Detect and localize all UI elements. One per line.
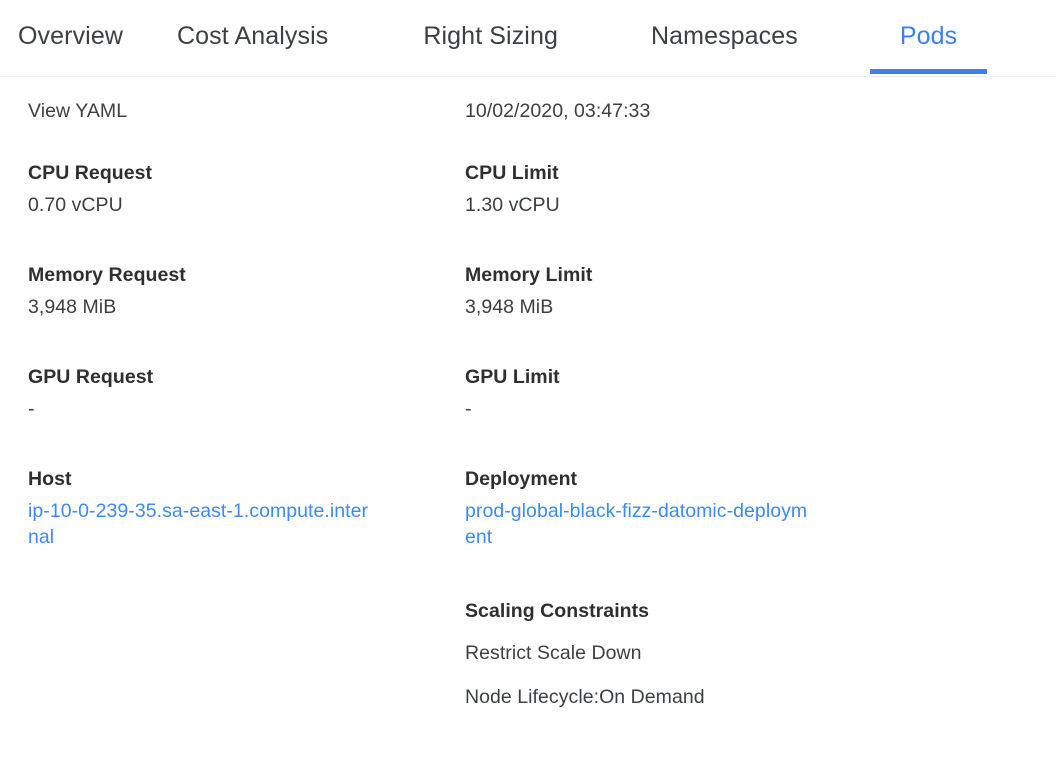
timestamp-row: 10/02/2020, 03:47:33 [465,99,885,124]
cpu-request-value: 0.70 vCPU [28,194,123,217]
deployment-field: Deployment prod-global-black-fizz-datomi… [465,467,885,550]
cpu-request-label: CPU Request [28,162,153,184]
scaling-constraint-node-lifecycle: Node Lifecycle:On Demand [465,685,705,708]
host-label: Host [28,468,72,490]
gpu-request-label: GPU Request [28,366,154,388]
gpu-limit-field: GPU Limit - [465,365,885,423]
gpu-request-value: - [28,398,35,421]
tab-pods-underline [869,69,988,74]
cpu-limit-label: CPU Limit [465,162,559,184]
host-field: Host ip-10-0-239-35.sa-east-1.compute.in… [28,467,448,550]
tab-overview[interactable]: Overview [0,0,141,77]
pod-detail-panel: View YAML CPU Request 0.70 vCPU Memory R… [0,77,1056,708]
tab-pods-label: Pods [899,22,958,50]
deployment-link[interactable]: prod-global-black-fizz-datomic-deploymen… [465,500,808,548]
memory-limit-value: 3,948 MiB [465,296,554,319]
tab-list: Overview Cost Analysis Right Sizing Name… [0,0,1056,76]
cpu-limit-value: 1.30 vCPU [465,194,560,217]
gpu-limit-label: GPU Limit [465,366,560,388]
scaling-constraints-label: Scaling Constraints [465,600,650,622]
gpu-request-field: GPU Request - [28,365,448,423]
memory-request-label: Memory Request [28,264,186,286]
host-link[interactable]: ip-10-0-239-35.sa-east-1.compute.interna… [28,500,369,548]
tab-namespaces-label: Namespaces [650,22,798,50]
tab-namespaces[interactable]: Namespaces [651,0,798,77]
tab-right-sizing[interactable]: Right Sizing [423,0,558,77]
cpu-limit-field: CPU Limit 1.30 vCPU [465,161,885,219]
memory-request-value: 3,948 MiB [28,296,117,319]
cpu-request-field: CPU Request 0.70 vCPU [28,161,448,219]
view-yaml-link[interactable]: View YAML [28,100,128,122]
deployment-label: Deployment [465,468,578,490]
tab-pods[interactable]: Pods [869,0,988,77]
tab-cost-analysis[interactable]: Cost Analysis [177,0,328,77]
tab-cost-analysis-label: Cost Analysis [177,22,329,50]
tab-right-sizing-label: Right Sizing [423,22,558,50]
scaling-constraints-field: Scaling Constraints Restrict Scale Down … [465,599,885,710]
tab-overview-label: Overview [18,22,123,50]
tab-bar: Overview Cost Analysis Right Sizing Name… [0,0,1056,77]
pod-timestamp: 10/02/2020, 03:47:33 [465,100,651,122]
view-yaml-row: View YAML [28,99,448,124]
scaling-constraint-restrict-scale-down: Restrict Scale Down [465,642,642,665]
gpu-limit-value: - [465,398,472,421]
memory-request-field: Memory Request 3,948 MiB [28,263,448,321]
memory-limit-label: Memory Limit [465,264,593,286]
memory-limit-field: Memory Limit 3,948 MiB [465,263,885,321]
